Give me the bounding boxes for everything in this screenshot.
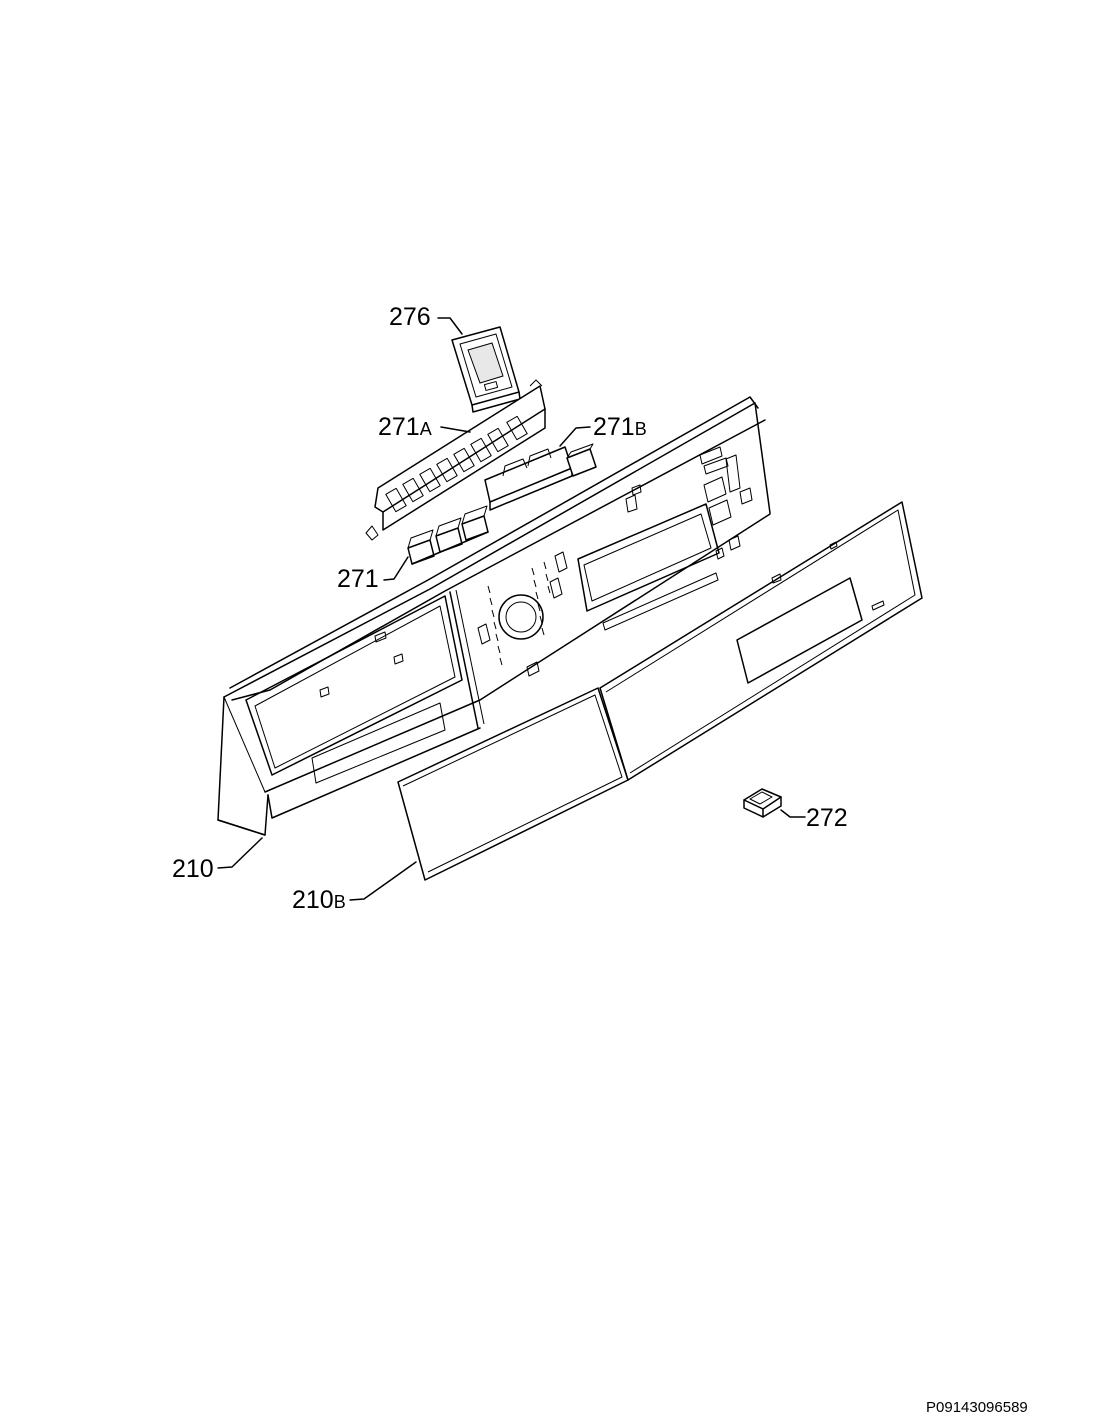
- leader-271B: [559, 426, 591, 447]
- label-210: 210: [172, 855, 214, 883]
- leader-272: [780, 809, 806, 818]
- leader-271A: [440, 426, 471, 433]
- leader-276: [437, 317, 463, 335]
- label-271: 271: [337, 565, 379, 593]
- leader-210B: [349, 861, 417, 901]
- part-210B-front-covers[interactable]: [397, 501, 923, 881]
- label-271A: 271A: [378, 413, 432, 441]
- label-272: 272: [806, 804, 848, 832]
- part-271-push-buttons[interactable]: [407, 505, 489, 565]
- part-271B-switch-block[interactable]: [484, 443, 597, 511]
- label-271B: 271B: [593, 413, 647, 441]
- board-271A-switch-windows: [385, 415, 528, 513]
- part-271A-switch-board[interactable]: [365, 379, 546, 541]
- dial-tick-marks: [487, 561, 551, 666]
- part-272-connector[interactable]: [743, 788, 782, 818]
- leader-210: [217, 837, 263, 869]
- leader-271: [383, 556, 409, 581]
- label-276: 276: [389, 303, 431, 331]
- part-210-control-panel[interactable]: [217, 396, 771, 836]
- label-210B: 210B: [292, 886, 346, 914]
- drawing-code: P09143096589: [926, 1399, 1028, 1416]
- part-276-display-frame[interactable]: [451, 326, 521, 413]
